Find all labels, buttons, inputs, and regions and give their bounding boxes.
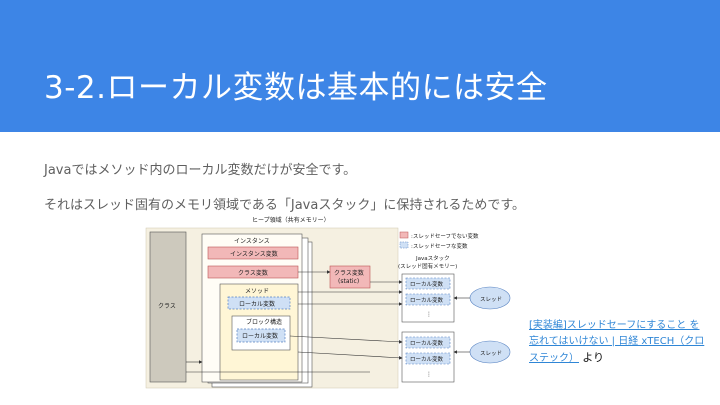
block-structure-label: ブロック構造 bbox=[246, 318, 282, 326]
instance-variable-label: インスタンス変数 bbox=[230, 250, 278, 258]
block-local-variable-box bbox=[236, 328, 286, 343]
slide-header: 3-2.ローカル変数は基本的には安全 bbox=[0, 0, 720, 132]
thread-1-label: スレッド bbox=[480, 296, 502, 303]
stack2-local-var-1 bbox=[405, 336, 451, 349]
instance-variable-box bbox=[207, 246, 299, 260]
method-label: メソッド bbox=[245, 288, 269, 295]
thread-2-label: スレッド bbox=[480, 350, 502, 357]
slide-title: 3-2.ローカル変数は基本的には安全 bbox=[44, 70, 548, 106]
stack1-ellipsis: ⋮ bbox=[426, 311, 432, 318]
class-variable-label: クラス変数 bbox=[238, 269, 268, 277]
memory-diagram-svg: ヒープ領域（共有メモリー） クラス インスタンス インスタンス変数 クラス変数 … bbox=[140, 212, 516, 392]
legend-unsafe-swatch bbox=[399, 231, 409, 239]
instance-label: インスタンス bbox=[234, 237, 270, 245]
source-link[interactable]: [実装編]スレッドセーフにすること を忘れてはいけない | 日経 xTECH（ク… bbox=[529, 320, 705, 364]
stack1-local-var-2 bbox=[405, 293, 451, 306]
legend-safe-label: :スレッドセーフな変数 bbox=[411, 242, 468, 250]
stack2-local-var-1-label: ローカル変数 bbox=[410, 339, 444, 347]
stack2-local-var-2 bbox=[405, 352, 451, 365]
stack1-local-var-1 bbox=[405, 277, 451, 290]
body-text-line-2: それはスレッド固有のメモリ領域である「Javaスタック」に保持されるためです。 bbox=[44, 198, 526, 213]
source-suffix: より bbox=[582, 351, 604, 364]
method-local-variable-box bbox=[227, 296, 291, 310]
block-to-stack2-arrow bbox=[289, 335, 403, 344]
stack1-local-var-2-label: ローカル変数 bbox=[410, 296, 444, 304]
source-caption: [実装編]スレッドセーフにすること を忘れてはいけない | 日経 xTECH（ク… bbox=[529, 318, 709, 367]
java-stack-label: Javaスタック bbox=[415, 254, 450, 262]
block-local-variable-label: ローカル変数 bbox=[242, 332, 278, 340]
stack2-ellipsis: ⋮ bbox=[426, 371, 432, 378]
stack1-local-var-1-label: ローカル変数 bbox=[410, 280, 444, 288]
stack2-local-var-2-label: ローカル変数 bbox=[410, 355, 444, 363]
memory-diagram: ヒープ領域（共有メモリー） クラス インスタンス インスタンス変数 クラス変数 … bbox=[140, 212, 516, 392]
legend-safe-swatch bbox=[399, 241, 409, 249]
body-text-line-1: Javaではメソッド内のローカル変数だけが安全です。 bbox=[44, 163, 357, 178]
java-stack-sublabel: (スレッド固有メモリー) bbox=[398, 262, 457, 270]
heap-area-label: ヒープ領域（共有メモリー） bbox=[252, 216, 330, 224]
class-box bbox=[149, 231, 187, 383]
legend-unsafe-label: :スレッドセーフでない変数 bbox=[411, 232, 479, 240]
static-class-variable-note: (static) bbox=[338, 278, 359, 285]
static-class-variable-box bbox=[329, 265, 371, 289]
method-to-stack2-arrow bbox=[297, 351, 403, 360]
method-local-variable-label: ローカル変数 bbox=[239, 300, 275, 308]
class-label: クラス bbox=[158, 303, 176, 310]
static-class-variable-label: クラス変数 bbox=[334, 269, 364, 277]
